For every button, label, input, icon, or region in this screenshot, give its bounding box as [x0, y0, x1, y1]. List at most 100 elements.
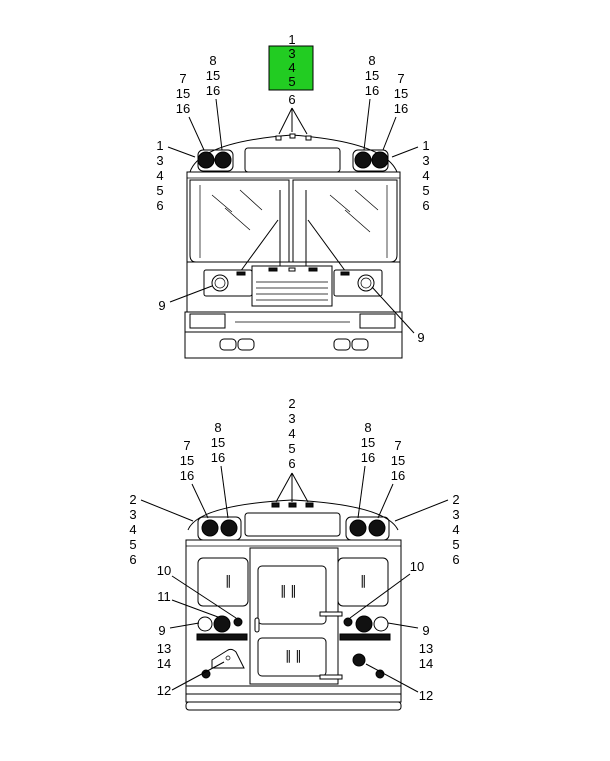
rear-left-small-lamp [233, 617, 243, 627]
callout-text: 8 [214, 420, 221, 435]
callout-text: 8 [368, 53, 375, 68]
callout-text: 13 [157, 641, 171, 656]
callout-text: 3 [288, 411, 295, 426]
rear-left-outer-lamp [201, 519, 219, 537]
callout-text: 9 [158, 623, 165, 638]
rear-left-inner-lamp [220, 519, 238, 537]
front-right-outer-lamp [371, 151, 389, 169]
rear-destination-sign [244, 512, 341, 537]
callout-text: 8 [364, 420, 371, 435]
callout-text: 2 [288, 396, 295, 411]
callout-text: 8 [209, 53, 216, 68]
rear-right-outer-lamp-labels: 7 15 16 [391, 438, 405, 483]
rear-left-turn-lamp [197, 616, 213, 632]
glass-mark-icon: ∥ [360, 573, 367, 588]
rear-license-plate-bracket [211, 648, 245, 669]
callout-text: 3 [288, 46, 295, 61]
front-left-inner-lamp [214, 151, 232, 169]
callout-text: 16 [180, 468, 194, 483]
callout-text: 7 [179, 71, 186, 86]
rear-bumper-middle [185, 693, 402, 703]
front-left-outer-lamp-labels: 7 15 16 [176, 71, 190, 116]
callout-text: 16 [391, 468, 405, 483]
front-roof-marker-center [289, 133, 296, 139]
callout-text: 10 [410, 559, 424, 574]
callout-text: 16 [361, 450, 375, 465]
callout-text: 11 [157, 589, 171, 604]
rear-bumper-upper [185, 685, 402, 695]
callout-text: 16 [211, 450, 225, 465]
rear-door-lower-window [257, 637, 327, 677]
callout-text: 6 [452, 552, 459, 567]
callout-text: 5 [422, 183, 429, 198]
callout-text: 15 [206, 68, 220, 83]
rear-top-labels: 2 3 4 5 6 [288, 396, 295, 471]
callout-text: 3 [422, 153, 429, 168]
callout-text: 16 [206, 83, 220, 98]
front-right-side-labels: 1 3 4 5 6 [422, 138, 429, 213]
rear-right-turn-lamp [373, 616, 389, 632]
rear-left-side-labels: 2 3 4 5 6 [129, 492, 136, 567]
callout-text: 6 [156, 198, 163, 213]
callout-text: 14 [157, 656, 171, 671]
callout-text: 16 [176, 101, 190, 116]
callout-text: 9 [422, 623, 429, 638]
callout-text: 3 [156, 153, 163, 168]
callout-text: 14 [419, 656, 433, 671]
rear-left-inner-lamp-labels: 8 15 16 [211, 420, 225, 465]
front-left-bumper-lamp [189, 313, 226, 329]
callout-text: 1 [288, 32, 295, 47]
highlighted-callout-box [268, 45, 314, 91]
front-grille [251, 265, 333, 307]
front-destination-sign [244, 147, 341, 173]
front-left-inner-lamp-labels: 8 15 16 [206, 53, 220, 98]
callout-text: 3 [452, 507, 459, 522]
callout-text: 7 [394, 438, 401, 453]
front-left-headlamp [211, 274, 229, 292]
callout-text: 13 [419, 641, 433, 656]
rear-right-inner-lamp-labels: 8 15 16 [361, 420, 375, 465]
rear-roof-marker-center [288, 502, 297, 508]
rear-roof-marker-right [305, 502, 314, 508]
rear-left-stop-lamp [213, 615, 231, 633]
callout-text: 2 [129, 492, 136, 507]
callout-text: 4 [452, 522, 459, 537]
callout-text: 2 [452, 492, 459, 507]
callout-text: 9 [417, 330, 424, 345]
front-roof-marker-right [305, 135, 312, 141]
callout-text: 5 [452, 537, 459, 552]
callout-text: 12 [419, 688, 433, 703]
callout-text: 6 [288, 456, 295, 471]
rear-view: ∥ ∥ ∥ ∥ ∥ ∥ 2 3 4 [129, 396, 460, 711]
callout-text: 15 [211, 435, 225, 450]
callout-text: 4 [288, 426, 295, 441]
rear-right-outer-lamp [368, 519, 386, 537]
callout-text: 16 [365, 83, 379, 98]
front-top-labels: 1 3 4 5 6 [288, 32, 295, 107]
rear-backup-lamp [352, 653, 366, 667]
rear-bumper-lower [185, 701, 402, 711]
rear-right-small-lamp [343, 617, 353, 627]
rear-right-side-labels: 2 3 4 5 6 [452, 492, 459, 567]
front-right-outer-lamp-labels: 7 15 16 [394, 71, 408, 116]
callout-text: 15 [361, 435, 375, 450]
glass-mark-icon: ∥ ∥ [280, 583, 297, 598]
callout-text: 4 [288, 60, 295, 75]
front-right-headlamp [357, 274, 375, 292]
rear-door-hinge-upper [319, 611, 343, 617]
glass-mark-icon: ∥ ∥ [285, 648, 302, 663]
callout-text: 5 [288, 441, 295, 456]
callout-text: 3 [129, 507, 136, 522]
callout-text: 15 [176, 86, 190, 101]
callout-text: 4 [422, 168, 429, 183]
callout-text: 4 [129, 522, 136, 537]
front-right-inner-lamp-labels: 8 15 16 [365, 53, 379, 98]
front-left-outer-lamp [197, 151, 215, 169]
rear-right-reflector [339, 633, 391, 641]
rear-door-hinge-lower [319, 674, 343, 680]
rear-door-upper-window [257, 565, 327, 625]
callout-text: 15 [365, 68, 379, 83]
front-roof-marker-left [275, 135, 282, 141]
rear-door-handle [254, 617, 260, 633]
